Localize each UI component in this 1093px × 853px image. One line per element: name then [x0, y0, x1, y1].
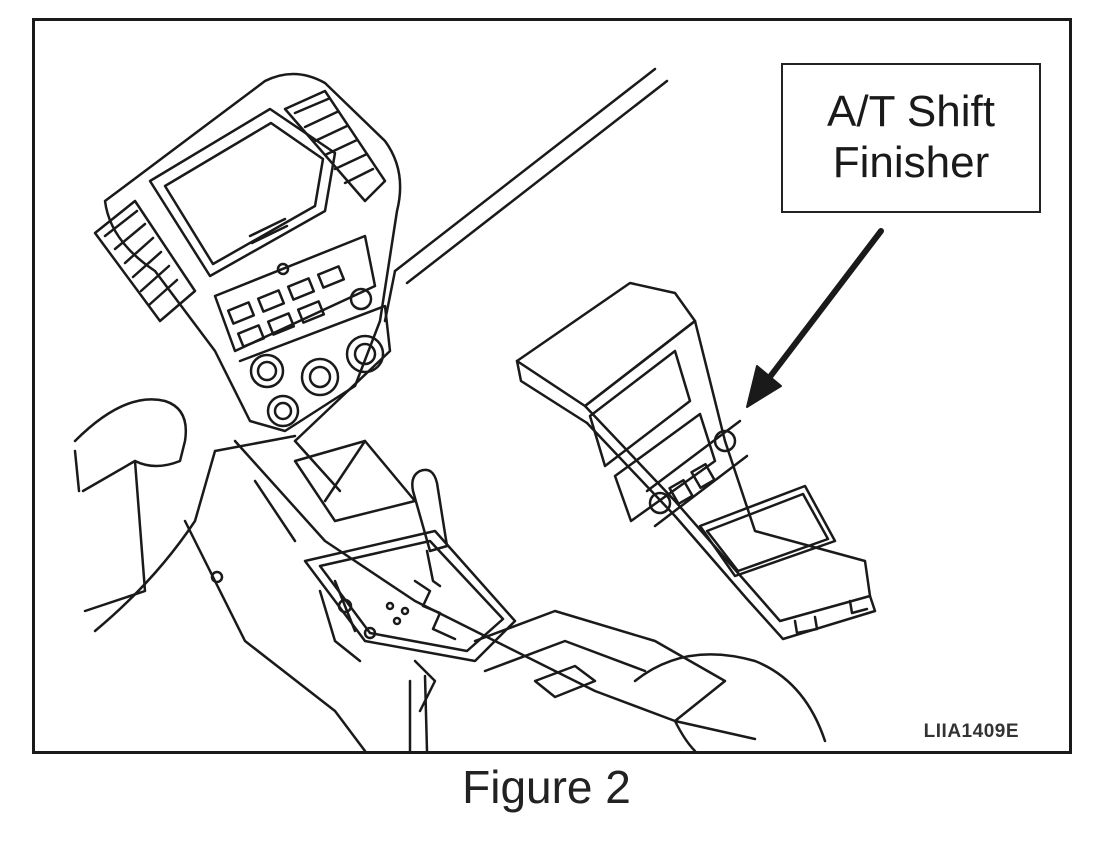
console-illustration [73, 67, 884, 751]
drawing-code: LIIA1409E [923, 721, 1019, 742]
left-seat [73, 398, 297, 633]
figure-caption: Figure 2 [462, 761, 631, 813]
callout-line-1: A/T Shift [827, 87, 995, 137]
at-shift-finisher [515, 281, 877, 641]
center-stack [93, 72, 402, 443]
center-console [183, 439, 827, 751]
figure-frame: A/T Shift Finisher LIIA1409E [32, 18, 1072, 754]
callout-label-box: A/T Shift Finisher [781, 63, 1041, 213]
leader-arrow [746, 228, 884, 408]
windshield-lines [383, 67, 669, 323]
callout-line-2: Finisher [832, 138, 990, 187]
